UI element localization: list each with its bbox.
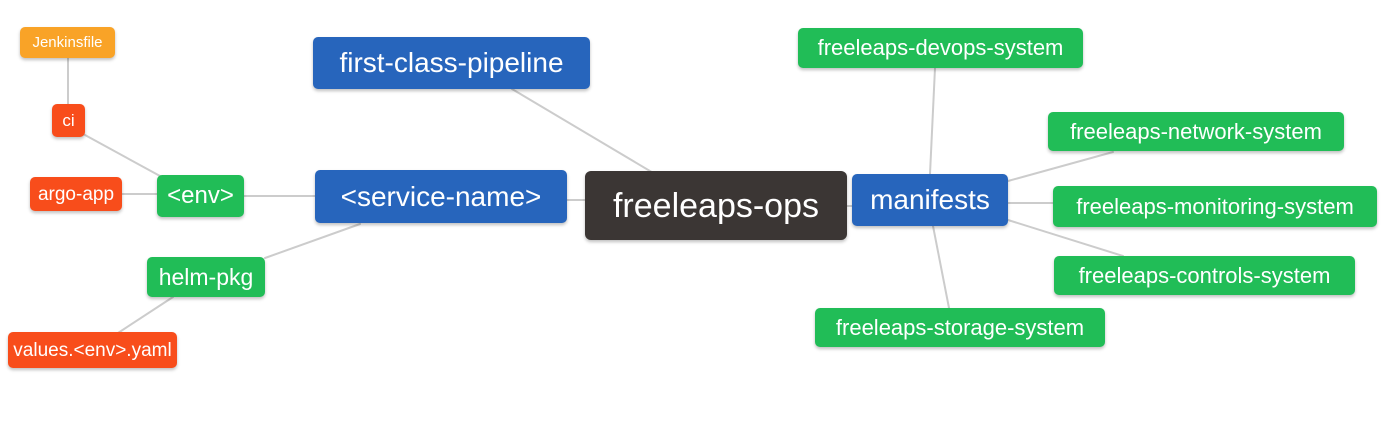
edge-manifests-network-system bbox=[1007, 151, 1114, 182]
node-first-class-pipeline[interactable]: first-class-pipeline bbox=[313, 37, 590, 89]
node-freeleaps-monitoring-system[interactable]: freeleaps-monitoring-system bbox=[1053, 186, 1377, 227]
node-jenkinsfile[interactable]: Jenkinsfile bbox=[20, 27, 115, 58]
node-ci[interactable]: ci bbox=[52, 104, 85, 137]
edge-service-name-helm-pkg bbox=[264, 223, 361, 259]
node-freeleaps-devops-system[interactable]: freeleaps-devops-system bbox=[798, 28, 1083, 68]
edge-ci-env bbox=[84, 134, 161, 177]
node-argo-app[interactable]: argo-app bbox=[30, 177, 122, 211]
node-freeleaps-storage-system[interactable]: freeleaps-storage-system bbox=[815, 308, 1105, 347]
node-service-name[interactable]: <service-name> bbox=[315, 170, 567, 223]
edge-pipeline-freeleaps-ops bbox=[511, 88, 656, 175]
node-freeleaps-controls-system[interactable]: freeleaps-controls-system bbox=[1054, 256, 1355, 295]
edge-manifests-storage-system bbox=[932, 225, 950, 309]
node-freeleaps-network-system[interactable]: freeleaps-network-system bbox=[1048, 112, 1344, 151]
node-env[interactable]: <env> bbox=[157, 175, 244, 217]
node-helm-pkg[interactable]: helm-pkg bbox=[147, 257, 265, 297]
node-values-env-yaml[interactable]: values.<env>.yaml bbox=[8, 332, 177, 368]
edge-helm-pkg-values bbox=[117, 296, 174, 334]
node-manifests[interactable]: manifests bbox=[852, 174, 1008, 226]
node-freeleaps-ops[interactable]: freeleaps-ops bbox=[585, 171, 847, 240]
edge-manifests-devops-system bbox=[929, 67, 936, 175]
